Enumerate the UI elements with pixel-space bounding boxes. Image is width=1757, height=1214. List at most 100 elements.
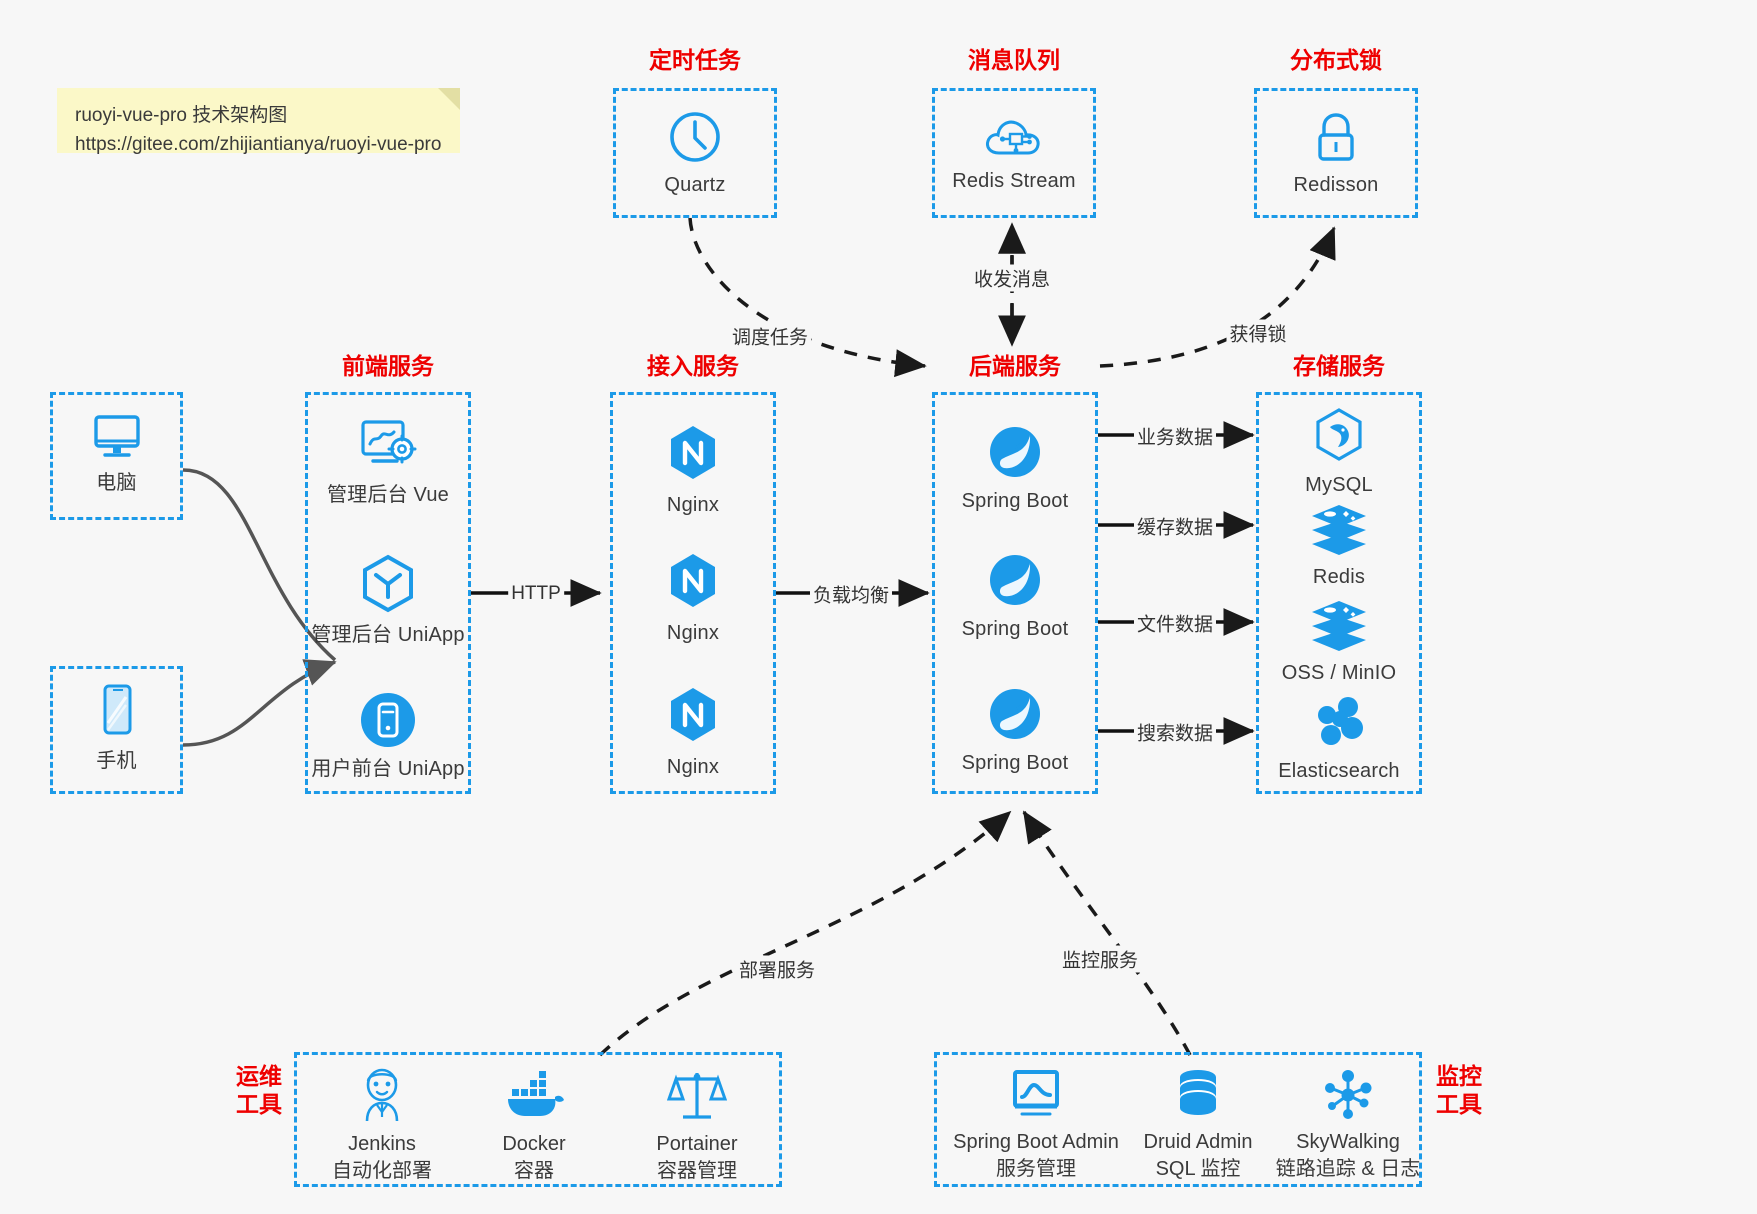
redis-stack-icon (1259, 503, 1419, 557)
node-label: Elasticsearch (1278, 760, 1400, 782)
nginx-icon (613, 551, 773, 613)
group-title-monitor: 监控 工具 (1436, 1063, 1482, 1118)
portainer-scale-icon (622, 1067, 772, 1125)
group-title-storage: 存储服务 (1293, 353, 1385, 379)
node-redis-stream[interactable]: Redis Stream (935, 113, 1093, 194)
node-spring-boot-admin[interactable]: Spring Boot Admin 服务管理 (941, 1067, 1131, 1183)
group-title-devops: 运维 工具 (236, 1063, 282, 1118)
node-label: Docker (502, 1133, 566, 1155)
skywalking-nodes-icon (1263, 1067, 1433, 1123)
node-elasticsearch[interactable]: Elasticsearch (1259, 695, 1419, 784)
nginx-icon (613, 685, 773, 747)
node-admin-vue[interactable]: 管理后台 Vue (308, 417, 468, 508)
spring-leaf-icon (935, 423, 1095, 481)
node-phone[interactable]: 手机 (53, 683, 180, 774)
node-label: Spring Boot (961, 752, 1069, 774)
uniapp-cube-icon (308, 553, 468, 615)
node-druid-admin[interactable]: Druid Admin SQL 监控 (1123, 1067, 1273, 1183)
group-title-lock: 分布式锁 (1290, 47, 1382, 73)
desktop-monitor-icon (53, 411, 180, 463)
group-title-mq: 消息队列 (968, 47, 1060, 73)
node-label: SkyWalking (1296, 1131, 1400, 1153)
group-title-scheduler: 定时任务 (649, 47, 741, 73)
node-label: 手机 (96, 750, 137, 772)
group-box-lock: Redisson (1254, 88, 1418, 218)
jenkins-butler-icon (307, 1067, 457, 1125)
spring-leaf-icon (935, 551, 1095, 609)
node-spring-boot-2[interactable]: Spring Boot (935, 551, 1095, 642)
group-box-storage: MySQL Redis (1256, 392, 1422, 794)
redis-stack-icon (1259, 599, 1419, 653)
node-spring-boot-1[interactable]: Spring Boot (935, 423, 1095, 514)
edge-label-cache-data: 缓存数据 (1133, 512, 1217, 540)
node-label: Portainer (656, 1133, 738, 1155)
node-skywalking[interactable]: SkyWalking 链路追踪 & 日志 (1263, 1067, 1433, 1183)
group-box-scheduler: Quartz (613, 88, 777, 218)
node-label: Nginx (666, 622, 720, 644)
edge-label-schedule-task: 调度任务 (728, 322, 812, 350)
edge-label-http: HTTP (508, 583, 564, 605)
node-label: 管理后台 UniApp (311, 624, 465, 646)
note-card: ruoyi-vue-pro 技术架构图 https://gitee.com/zh… (57, 88, 460, 155)
node-nginx-1[interactable]: Nginx (613, 423, 773, 518)
lock-icon (1257, 111, 1415, 165)
mysql-dolphin-icon (1259, 407, 1419, 465)
node-label: Spring Boot Admin (953, 1131, 1119, 1153)
node-label: 用户前台 UniApp (311, 758, 465, 780)
node-sublabel: 服务管理 (996, 1158, 1076, 1180)
group-box-backend: Spring Boot Spring Boot Spring Boot (932, 392, 1098, 794)
node-spring-boot-3[interactable]: Spring Boot (935, 685, 1095, 776)
app-phone-circle-icon (308, 691, 468, 749)
group-title-frontend: 前端服务 (342, 353, 434, 379)
node-nginx-3[interactable]: Nginx (613, 685, 773, 780)
database-stack-icon (1123, 1067, 1273, 1123)
group-box-mq: Redis Stream (932, 88, 1096, 218)
node-label: 管理后台 Vue (326, 484, 449, 506)
spring-leaf-icon (935, 685, 1095, 743)
node-label: Nginx (666, 494, 720, 516)
node-label: Spring Boot (961, 490, 1069, 512)
edge-label-monitor-service: 监控服务 (1058, 945, 1142, 973)
node-redis[interactable]: Redis (1259, 503, 1419, 590)
node-label: Redis Stream (952, 170, 1076, 192)
group-box-devops: Jenkins 自动化部署 (294, 1052, 782, 1187)
edge-label-send-receive-message: 收发消息 (970, 264, 1054, 292)
edge-label-acquire-lock: 获得锁 (1226, 319, 1290, 347)
node-label: Redis (1312, 566, 1366, 588)
edge-label-deploy-service: 部署服务 (735, 955, 819, 983)
node-nginx-2[interactable]: Nginx (613, 551, 773, 646)
node-redisson[interactable]: Redisson (1257, 111, 1415, 198)
group-box-frontend: 管理后台 Vue 管理后台 UniApp 用户前台 (305, 392, 471, 794)
node-user-uniapp[interactable]: 用户前台 UniApp (308, 691, 468, 782)
edge-label-business-data: 业务数据 (1133, 422, 1217, 450)
node-sublabel: 容器管理 (657, 1160, 737, 1182)
node-portainer[interactable]: Portainer 容器管理 (622, 1067, 772, 1185)
node-oss-minio[interactable]: OSS / MinIO (1259, 599, 1419, 686)
node-label: Redisson (1293, 174, 1379, 196)
elasticsearch-icon (1259, 695, 1419, 751)
nginx-icon (613, 423, 773, 485)
node-jenkins[interactable]: Jenkins 自动化部署 (307, 1067, 457, 1185)
note-line-title: ruoyi-vue-pro 技术架构图 (75, 105, 288, 126)
node-mysql[interactable]: MySQL (1259, 407, 1419, 498)
edge-label-load-balance: 负载均衡 (809, 580, 893, 608)
docker-whale-icon (459, 1067, 609, 1125)
group-box-monitor: Spring Boot Admin 服务管理 Druid Admin SQL 监 (934, 1052, 1422, 1187)
node-quartz[interactable]: Quartz (616, 109, 774, 198)
group-box-computer: 电脑 (50, 392, 183, 520)
node-sublabel: 容器 (514, 1160, 554, 1182)
edge-label-file-data: 文件数据 (1133, 609, 1217, 637)
node-docker[interactable]: Docker 容器 (459, 1067, 609, 1185)
node-label: Quartz (664, 174, 726, 196)
note-fold-corner (438, 88, 460, 110)
node-label: Spring Boot (961, 618, 1069, 640)
node-sublabel: 自动化部署 (332, 1160, 432, 1182)
node-admin-uniapp[interactable]: 管理后台 UniApp (308, 553, 468, 648)
clock-icon (616, 109, 774, 165)
node-computer[interactable]: 电脑 (53, 411, 180, 496)
group-title-gateway: 接入服务 (647, 353, 739, 379)
edge-label-search-data: 搜索数据 (1133, 718, 1217, 746)
dashboard-gear-icon (308, 417, 468, 475)
node-label: Druid Admin (1143, 1131, 1253, 1153)
node-sublabel: SQL 监控 (1155, 1158, 1241, 1180)
